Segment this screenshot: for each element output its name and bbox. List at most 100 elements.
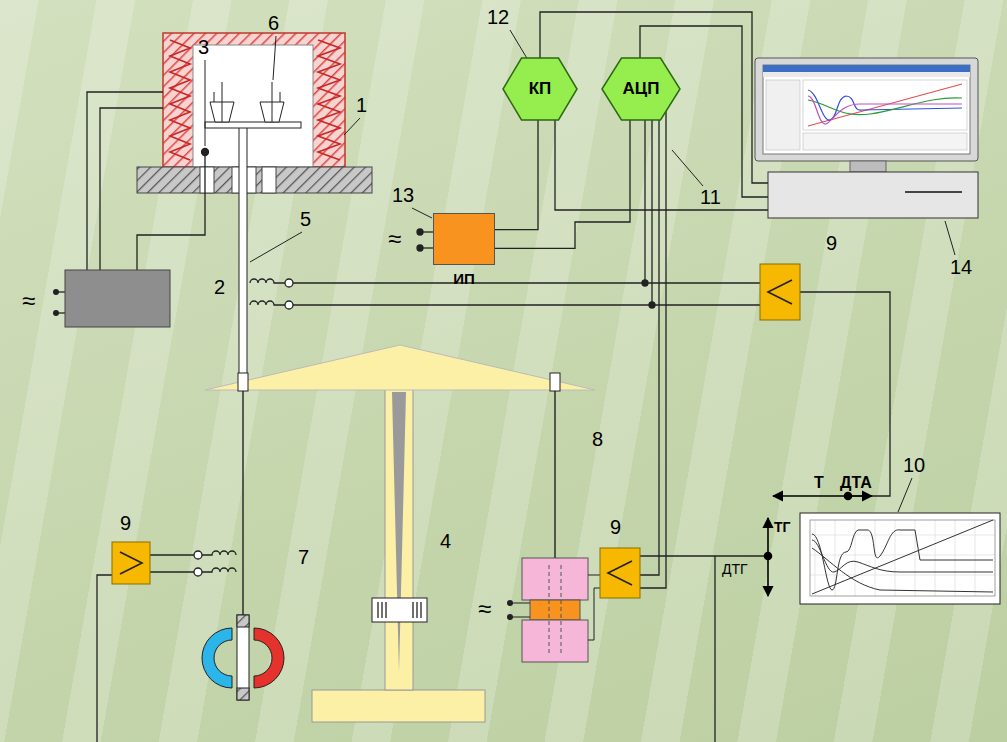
balance (385, 602, 386, 618)
computer (808, 96, 962, 124)
magnet (237, 688, 249, 700)
thermocouple-coils (293, 304, 760, 305)
leader-line (672, 150, 703, 186)
adc-hexagon: АЦП (602, 58, 680, 120)
thermocouple-coils (150, 279, 760, 576)
leader-line (412, 208, 432, 218)
node-label: КП (529, 79, 552, 99)
hexagon-outline (503, 58, 577, 120)
wires (640, 120, 659, 575)
controller-box (53, 270, 170, 327)
switch-hexagon: КП (503, 58, 577, 120)
sample-holder (205, 82, 301, 376)
callout-label: 5 (300, 208, 311, 230)
wires (137, 152, 205, 270)
differential-transformer (510, 617, 530, 618)
callout-label: 9 (120, 512, 131, 534)
differential-transformer (561, 565, 562, 655)
callout-label: 9 (610, 516, 621, 538)
wires (87, 92, 163, 270)
controller-box (53, 310, 59, 316)
wires (800, 292, 890, 496)
balance (416, 602, 417, 618)
thermocouple-coils (194, 568, 202, 576)
callout-label: 12 (487, 6, 509, 28)
differential-transformer (588, 588, 600, 640)
power-supply-box: ИП (433, 213, 495, 287)
computer (803, 133, 967, 150)
recorder-chart (810, 535, 995, 536)
callout-label: ≈ (22, 288, 35, 314)
leader-line (250, 232, 302, 262)
differential-transformer (522, 620, 588, 662)
balance (238, 373, 248, 391)
thermocouple-coils (250, 301, 285, 305)
balance (381, 602, 382, 618)
wires (420, 247, 433, 248)
thermocouple-coils (194, 551, 202, 559)
recorder-chart (810, 520, 995, 596)
computer (905, 191, 962, 193)
furnace (318, 40, 340, 160)
callout-label: ДТГ (722, 562, 748, 577)
node-label: ИП (453, 270, 475, 287)
thermocouple-coils (293, 282, 760, 283)
amplifier (768, 280, 792, 304)
magnet (202, 615, 284, 700)
balance (377, 602, 378, 618)
amplifier (120, 552, 142, 574)
computer (808, 90, 962, 120)
balance (378, 602, 421, 618)
furnace-base (137, 167, 372, 193)
magnet (202, 628, 232, 688)
computer (808, 98, 962, 115)
recorder-chart (812, 530, 993, 590)
wires (97, 12, 890, 742)
leader-line (898, 478, 912, 512)
recorder-chart (800, 513, 1000, 604)
balance (312, 690, 485, 722)
recorder-chart (812, 520, 993, 594)
computer (808, 84, 962, 126)
amplifier (608, 561, 632, 585)
amplifier (760, 264, 800, 320)
callout-label: 9 (826, 232, 837, 254)
computer (850, 161, 886, 172)
computer (768, 172, 978, 218)
wires (100, 108, 163, 270)
callout-label: 11 (700, 186, 721, 208)
wires (649, 302, 655, 308)
callout-label: ДТА (840, 474, 872, 492)
controller-box (53, 289, 59, 295)
wires (58, 312, 65, 313)
computer (766, 80, 800, 150)
balance (242, 391, 243, 615)
recorder-chart (812, 548, 993, 592)
callout-label: ТГ (774, 520, 791, 535)
balance (392, 392, 406, 672)
sample-holder (280, 92, 281, 102)
balance (550, 373, 560, 391)
differential-transformer (530, 600, 580, 620)
computer (808, 84, 962, 126)
differential-transformer (588, 575, 600, 576)
furnace (163, 33, 345, 167)
callout-label: 4 (440, 530, 451, 552)
leader-line (510, 30, 528, 60)
signal-selector (765, 553, 772, 560)
callout-label: 7 (298, 546, 309, 568)
amplifier (600, 548, 640, 598)
node-label: АЦП (623, 79, 660, 99)
differential-transformer (507, 558, 600, 662)
wires (640, 555, 768, 556)
callout-label: 6 (268, 12, 279, 34)
sample-holder (222, 82, 223, 122)
furnace (170, 40, 190, 160)
differential-transformer (522, 558, 588, 600)
recorder-chart (810, 520, 995, 596)
leader-line (344, 118, 360, 135)
callout-label: 13 (392, 184, 414, 206)
recorder-chart (815, 520, 816, 596)
recorder-chart (812, 520, 993, 594)
